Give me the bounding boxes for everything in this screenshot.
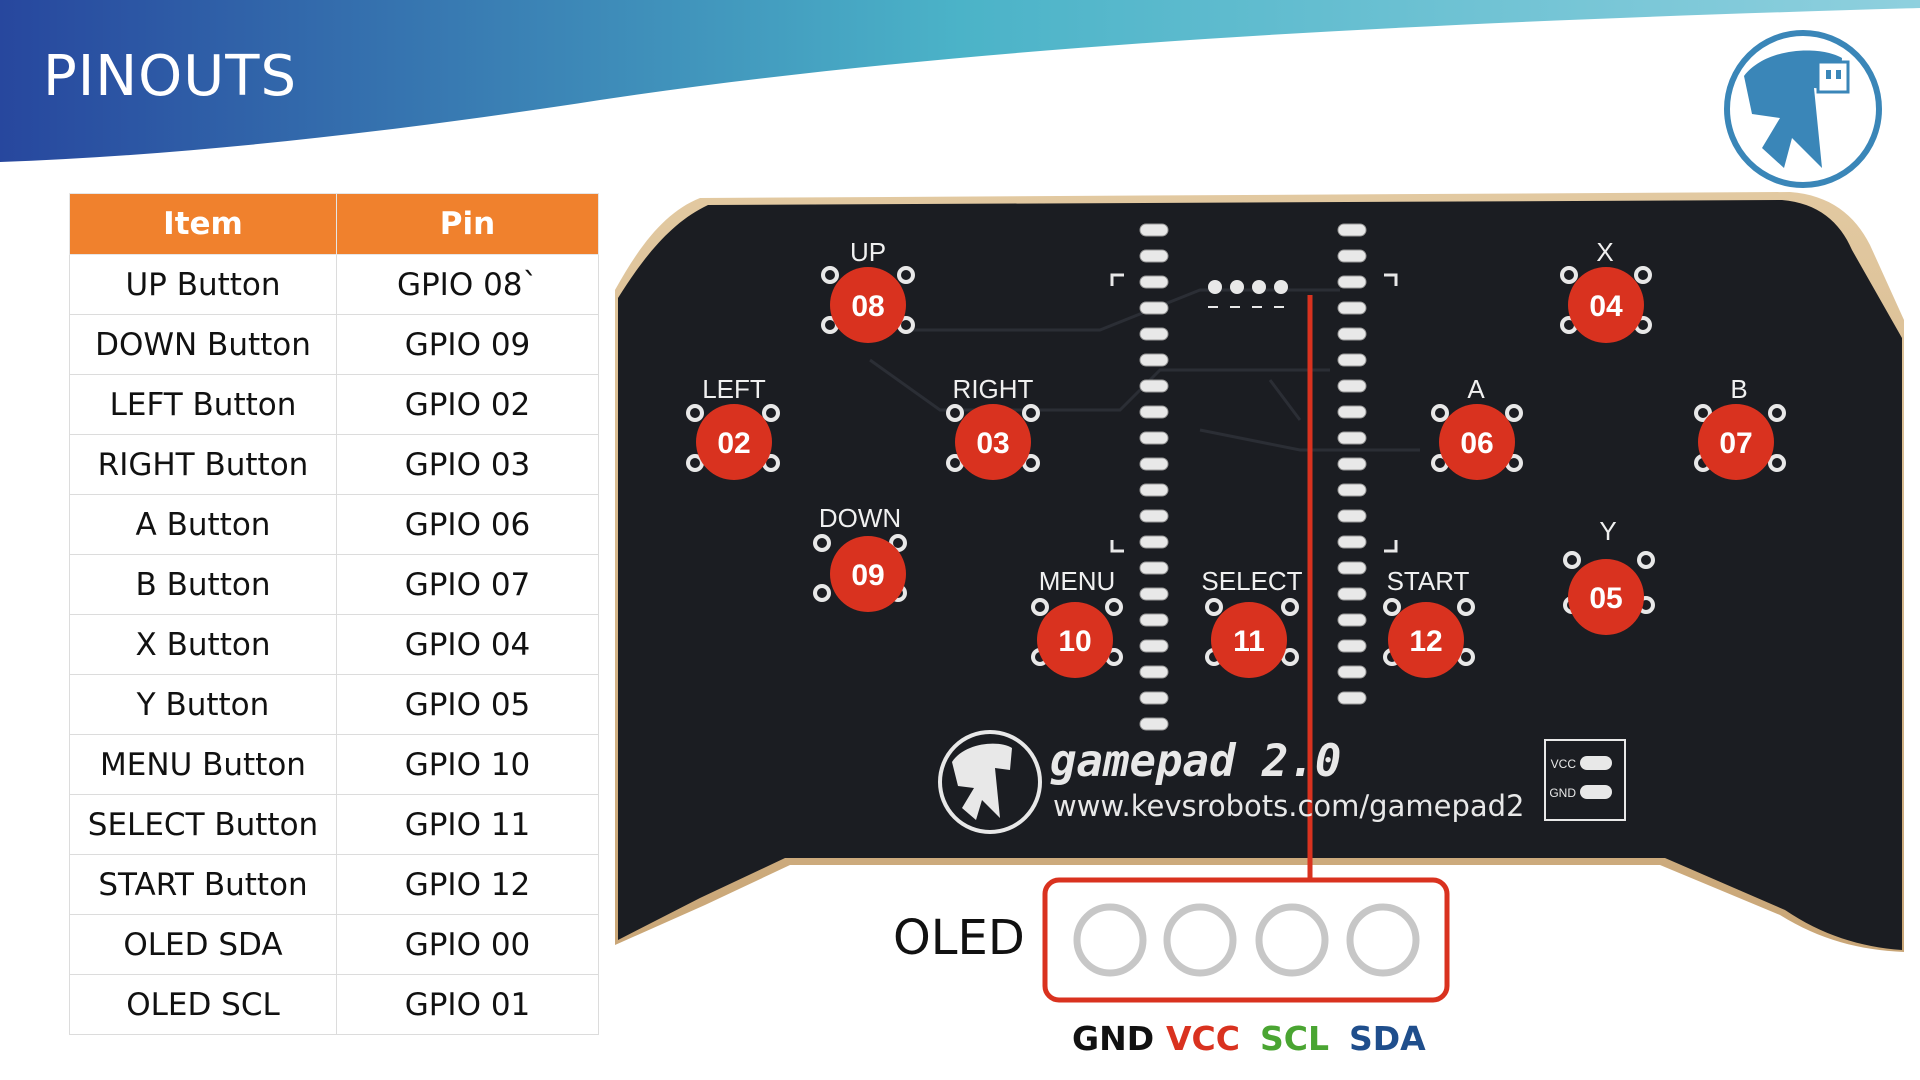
silk-label: MENU — [1039, 566, 1116, 596]
pin-cell: GPIO 11 — [336, 794, 599, 855]
oled-pin-sda: SDA — [1349, 1019, 1426, 1058]
slide-title: PINOUTS — [43, 44, 297, 109]
oled-label: OLED — [893, 910, 1025, 966]
item-cell: A Button — [69, 494, 337, 555]
switch-label-gnd: GND — [1549, 786, 1576, 800]
silk-label: RIGHT — [953, 374, 1034, 404]
silk-label: B — [1730, 374, 1747, 404]
kevsrobots-logo-icon — [1724, 30, 1882, 188]
oled-header-pads — [1208, 280, 1288, 308]
item-cell: START Button — [69, 854, 337, 915]
pin-header-left — [1139, 223, 1169, 731]
oled-pin-circles — [1073, 903, 1420, 977]
button-a: A 06 — [1431, 374, 1523, 480]
button-y: Y 05 — [1563, 516, 1655, 635]
button-down: DOWN 09 — [813, 503, 907, 612]
item-cell: SELECT Button — [69, 794, 337, 855]
silk-label: LEFT — [702, 374, 766, 404]
silk-label: X — [1596, 237, 1613, 267]
badge-number: 05 — [1589, 582, 1622, 615]
button-right: RIGHT 03 — [946, 374, 1040, 480]
item-cell: RIGHT Button — [69, 434, 337, 495]
badge-number: 08 — [851, 290, 884, 323]
item-cell: MENU Button — [69, 734, 337, 795]
oled-pin-vcc: VCC — [1166, 1019, 1240, 1058]
button-start: START 12 — [1383, 566, 1475, 678]
badge-number: 02 — [717, 427, 750, 460]
button-up: UP 08 — [821, 237, 915, 343]
pin-cell: GPIO 08` — [336, 254, 599, 315]
item-cell: UP Button — [69, 254, 337, 315]
oled-pin-scl: SCL — [1260, 1019, 1330, 1058]
pin-cell: GPIO 00 — [336, 914, 599, 975]
table-header-row: Item Pin — [69, 193, 599, 255]
power-switch: VCC GND — [1544, 739, 1626, 821]
badge-number: 12 — [1409, 625, 1442, 658]
pin-cell: GPIO 10 — [336, 734, 599, 795]
header-banner — [0, 0, 1920, 162]
pin-cell: GPIO 03 — [336, 434, 599, 495]
silk-label: START — [1387, 566, 1470, 596]
pin-cell: GPIO 09 — [336, 314, 599, 375]
badge-number: 06 — [1460, 427, 1493, 460]
badge-number: 09 — [851, 559, 884, 592]
badge-number: 04 — [1589, 290, 1623, 323]
button-b: B 07 — [1694, 374, 1786, 480]
oled-pin-box — [1042, 877, 1450, 1003]
column-header-pin: Pin — [336, 193, 599, 255]
pin-header-right — [1337, 223, 1367, 705]
button-x: X 04 — [1560, 237, 1652, 343]
brand-text: gamepad 2.0 — [1050, 736, 1341, 787]
url-text: www.kevsrobots.com/gamepad2 — [1053, 789, 1524, 823]
item-cell: OLED SCL — [69, 974, 337, 1035]
pin-cell: GPIO 01 — [336, 974, 599, 1035]
silk-label: UP — [850, 237, 886, 267]
badge-number: 03 — [976, 427, 1009, 460]
silk-label: DOWN — [819, 503, 901, 533]
oled-pin-gnd: GND — [1072, 1019, 1155, 1058]
pin-cell: GPIO 12 — [336, 854, 599, 915]
badge-number: 10 — [1058, 625, 1091, 658]
pin-cell: GPIO 05 — [336, 674, 599, 735]
silk-label: A — [1467, 374, 1485, 404]
badge-number: 11 — [1233, 625, 1265, 658]
column-header-item: Item — [69, 193, 337, 255]
item-cell: B Button — [69, 554, 337, 615]
pcb-logo-icon — [938, 730, 1042, 834]
switch-label-vcc: VCC — [1551, 757, 1577, 771]
button-menu: MENU 10 — [1031, 566, 1123, 678]
item-cell: DOWN Button — [69, 314, 337, 375]
item-cell: Y Button — [69, 674, 337, 735]
item-cell: LEFT Button — [69, 374, 337, 435]
pin-cell: GPIO 07 — [336, 554, 599, 615]
silk-label: Y — [1599, 516, 1616, 546]
button-select: SELECT 11 — [1201, 566, 1303, 678]
badge-circle — [830, 267, 906, 343]
pin-cell: GPIO 04 — [336, 614, 599, 675]
silk-label: SELECT — [1201, 566, 1302, 596]
button-left: LEFT 02 — [686, 374, 780, 480]
badge-number: 07 — [1719, 427, 1752, 460]
pin-cell: GPIO 02 — [336, 374, 599, 435]
